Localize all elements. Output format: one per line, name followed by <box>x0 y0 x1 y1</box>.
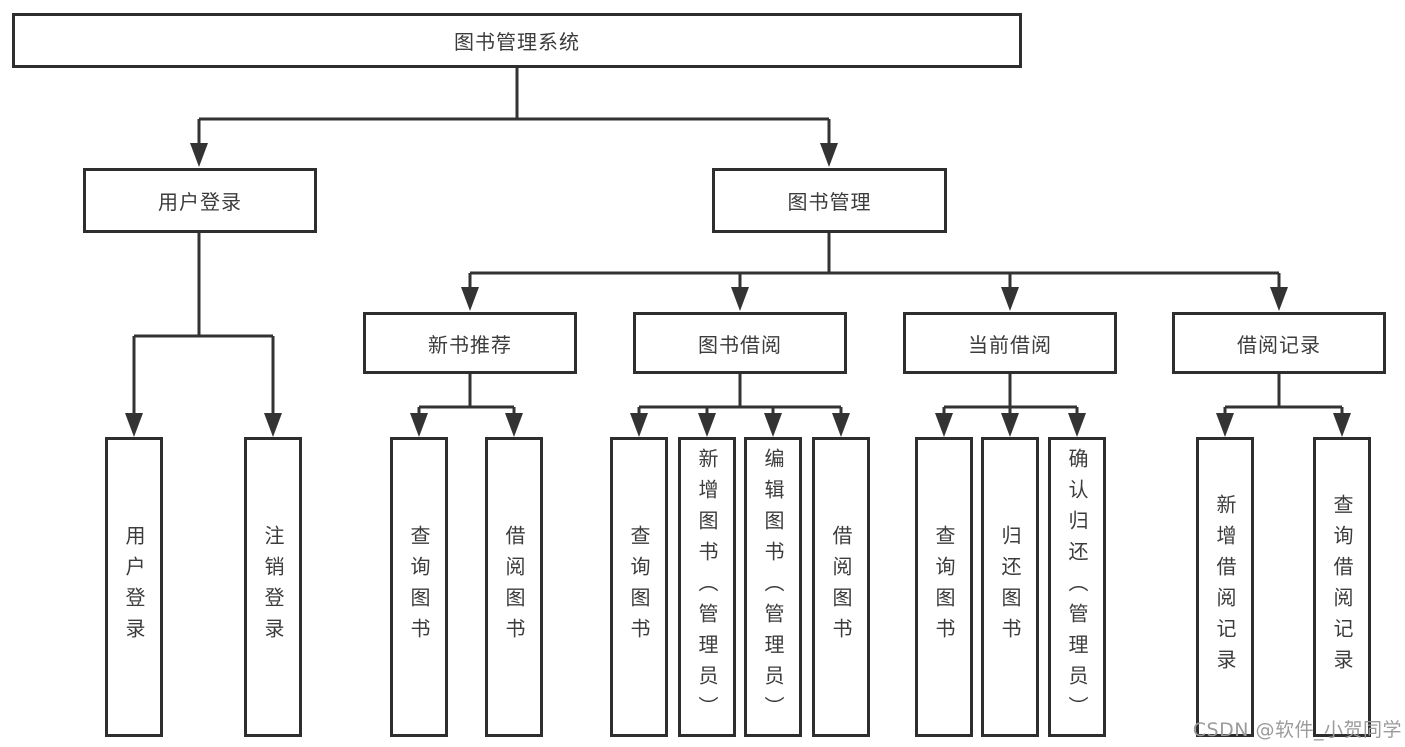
node-label: 用户登录 <box>158 190 242 214</box>
node-label: 查询图书 <box>932 525 956 649</box>
node-book-management: 图书管理 <box>712 168 947 233</box>
leaf-add-books-admin: 新增图书（管理员） <box>678 437 736 737</box>
node-label: 查询图书 <box>627 525 651 649</box>
leaf-confirm-return-admin: 确认归还（管理员） <box>1048 437 1106 737</box>
node-label: 借阅图书 <box>502 525 526 649</box>
node-new-book-recommend: 新书推荐 <box>363 312 577 374</box>
node-book-borrowing: 图书借阅 <box>633 312 847 374</box>
node-label: 图书管理 <box>787 190 872 214</box>
node-label: 图书借阅 <box>698 332 782 357</box>
node-label: 归还图书 <box>998 525 1022 649</box>
node-label: 借阅记录 <box>1237 332 1321 357</box>
leaf-logout: 注销登录 <box>244 437 302 737</box>
node-user-login-group: 用户登录 <box>83 168 317 233</box>
node-label: 编辑图书（管理员） <box>761 447 785 727</box>
node-borrowing-records: 借阅记录 <box>1172 312 1386 374</box>
node-library-management-system: 图书管理系统 <box>12 13 1022 68</box>
leaf-query-borrow-record: 查询借阅记录 <box>1313 437 1371 737</box>
node-label: 确认归还（管理员） <box>1065 447 1089 727</box>
leaf-user-login: 用户登录 <box>105 437 163 737</box>
leaf-borrow-books-1: 借阅图书 <box>485 437 543 737</box>
leaf-borrow-books-2: 借阅图书 <box>812 437 870 737</box>
node-label: 注销登录 <box>261 525 285 649</box>
node-label: 图书管理系统 <box>454 30 580 54</box>
node-label: 当前借阅 <box>968 332 1052 357</box>
leaf-return-books: 归还图书 <box>981 437 1039 737</box>
leaf-query-books-1: 查询图书 <box>390 437 448 737</box>
csdn-watermark: CSDN @软件_小贺同学 <box>1192 719 1402 741</box>
leaf-add-borrow-record: 新增借阅记录 <box>1196 437 1254 737</box>
leaf-query-books-2: 查询图书 <box>610 437 668 737</box>
node-label: 查询借阅记录 <box>1330 494 1354 680</box>
node-label: 新增图书（管理员） <box>695 447 719 727</box>
node-label: 用户登录 <box>122 525 146 649</box>
node-label: 借阅图书 <box>829 525 853 649</box>
leaf-edit-books-admin: 编辑图书（管理员） <box>744 437 802 737</box>
leaf-query-books-3: 查询图书 <box>915 437 973 737</box>
node-label: 新增借阅记录 <box>1213 494 1237 680</box>
node-label: 查询图书 <box>407 525 431 649</box>
node-current-borrowing: 当前借阅 <box>903 312 1117 374</box>
node-label: 新书推荐 <box>428 332 512 357</box>
